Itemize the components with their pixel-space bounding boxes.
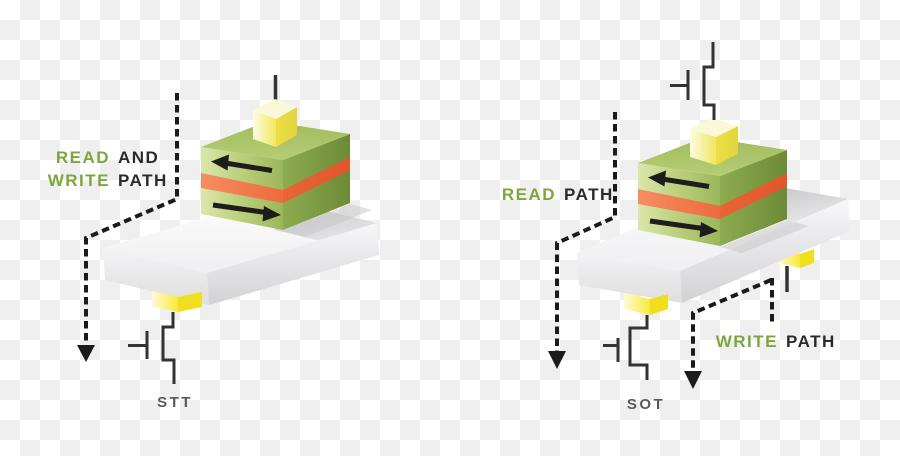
dashed-path-line: [84, 93, 179, 344]
transistor-gate-line: [128, 331, 149, 359]
path-arrowhead-icon: [548, 351, 566, 369]
sot-device-label: SOT: [627, 396, 665, 413]
stt-bottom-contact: [152, 291, 202, 312]
slab-left-face: [577, 253, 682, 303]
transistor-channel-line: [628, 315, 649, 380]
cube-front-face: [690, 129, 716, 165]
fixed-layer-arrow-right-icon: [212, 202, 281, 222]
cube-front-face: [253, 110, 276, 147]
stt-device: READ AND WRITE PATH STT: [48, 75, 379, 411]
cube-top-face: [690, 118, 738, 137]
stt-read-write-path: [77, 93, 179, 362]
slab-left-face: [103, 248, 209, 305]
sot-read-path: [548, 112, 617, 369]
transistor-channel-line: [161, 312, 176, 384]
transistor-gate-line: [670, 70, 690, 100]
sot-read-label-read: READ: [502, 185, 556, 204]
sot-write-label-write: WRITE: [716, 332, 778, 351]
cube-right-face: [276, 107, 297, 147]
fixed-layer-arrow-right-icon: [649, 218, 718, 238]
mtj-shadow: [283, 204, 372, 237]
slab-front-face: [680, 199, 850, 303]
transistor-channel-line: [702, 42, 716, 120]
sot-device: READ PATH WRITE PATH SOT: [502, 42, 850, 413]
stt-device-label: STT: [157, 394, 193, 411]
sot-write-label-path: PATH: [786, 332, 836, 351]
path-arrowhead-icon: [77, 345, 95, 362]
sot-write-transistor-symbol: [603, 315, 649, 380]
barrier-front: [201, 173, 283, 203]
mtj-shadow: [720, 220, 809, 253]
sot-read-label-path: PATH: [564, 185, 614, 204]
sot-write-path: [684, 278, 774, 389]
stt-top-electrode: [253, 75, 297, 147]
dashed-path-line: [691, 278, 774, 371]
contact-front-face: [624, 293, 650, 315]
stt-transistor-symbol: [128, 312, 176, 384]
contact-right-face: [650, 294, 668, 315]
free-layer-arrow-left-icon: [211, 154, 273, 173]
contact-front-face: [152, 291, 178, 312]
contact-right-face: [800, 249, 814, 268]
cube-top-face: [253, 99, 297, 119]
contact-right-face: [178, 292, 202, 312]
free-layer-arrow-left-icon: [648, 170, 710, 189]
stt-path-label-read: READ: [56, 148, 110, 167]
slab-front-face: [207, 223, 379, 305]
barrier-front: [638, 189, 720, 219]
stt-path-label-and: AND: [118, 148, 159, 167]
cube-right-face: [716, 126, 738, 165]
sot-top-electrode: [690, 118, 738, 165]
sot-bottom-contact: [624, 293, 668, 315]
barrier-right: [283, 157, 350, 203]
stt-path-label-path: PATH: [118, 171, 168, 190]
sot-read-transistor-symbol: [670, 42, 716, 120]
barrier-right: [720, 173, 787, 219]
transistor-gate-line: [603, 338, 620, 362]
path-arrowhead-icon: [684, 371, 702, 389]
dashed-path-line: [555, 112, 617, 351]
stt-mtj-stack: [201, 121, 350, 230]
stt-path-label-write: WRITE: [48, 171, 110, 190]
